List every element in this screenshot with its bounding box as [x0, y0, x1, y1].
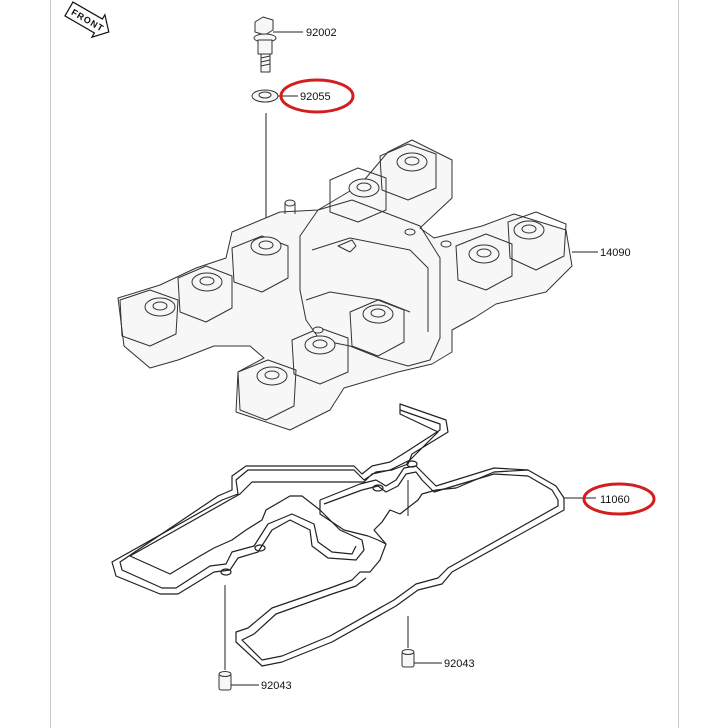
- frame-left-border: [50, 0, 51, 728]
- part-label-dowel-right: 92043: [444, 658, 475, 670]
- cylinder-head-cover: [117, 139, 573, 431]
- highlight-circle-washer: [279, 78, 355, 114]
- cover-boss-right-2: [507, 211, 567, 271]
- part-label-dowel-left: 92043: [261, 680, 292, 692]
- cover-boss-left-3: [231, 235, 289, 293]
- gasket-part: [111, 403, 565, 667]
- dowel-pin-left: [218, 671, 232, 691]
- cover-boss-bottom-3: [349, 299, 405, 357]
- dowel-pin-right: [401, 649, 415, 668]
- cover-boss-bottom-2: [291, 327, 349, 385]
- cover-boss-right-1: [455, 233, 513, 291]
- cover-boss-top-2: [379, 143, 437, 201]
- washer-part: [251, 89, 279, 103]
- part-label-bolt: 92002: [306, 27, 337, 39]
- part-label-cover: 14090: [600, 247, 631, 259]
- cover-boss-left-1: [119, 289, 179, 347]
- front-arrow-icon: FRONT: [64, 1, 110, 39]
- part-label-gasket: 11060: [600, 494, 630, 506]
- cover-boss-left-2: [177, 265, 233, 323]
- bolt-part: [253, 16, 277, 73]
- part-label-washer: 92055: [300, 91, 331, 103]
- cover-boss-top-1: [329, 167, 387, 223]
- highlight-circle-gasket: [582, 482, 656, 516]
- cover-boss-bottom-1: [237, 359, 297, 421]
- frame-right-border: [678, 0, 679, 728]
